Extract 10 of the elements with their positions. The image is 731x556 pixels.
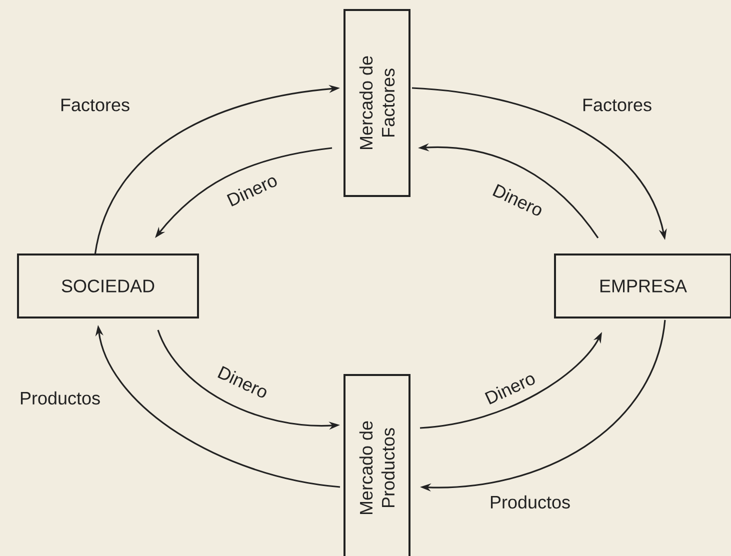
sector-box: EMPRESA <box>554 254 731 318</box>
edge-label: Dinero <box>482 369 538 407</box>
edge-label: Productos <box>488 494 572 510</box>
edge-label: Dinero <box>224 171 280 209</box>
edge-label: Productos <box>18 390 102 406</box>
edge-label: Factores <box>59 98 132 112</box>
market-box: Mercado de Factores <box>344 9 410 197</box>
sector-box: SOCIEDAD <box>17 254 199 318</box>
market-box: Mercado de Productos <box>344 374 410 556</box>
edge-label: Factores <box>581 98 653 112</box>
